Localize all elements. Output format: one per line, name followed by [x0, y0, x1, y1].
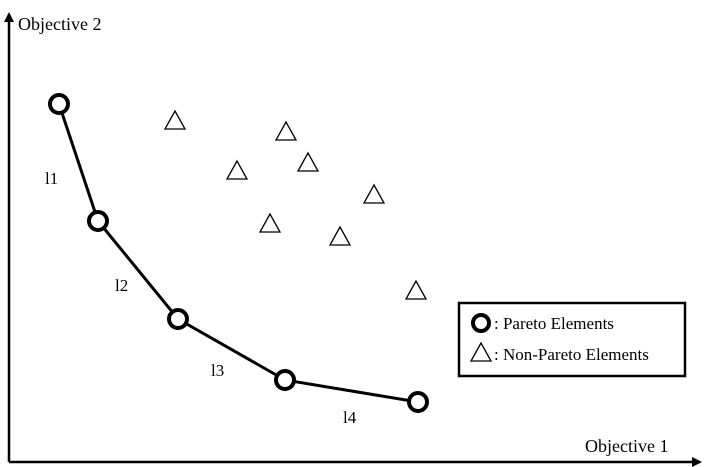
segment-label-l4: l4 — [343, 408, 357, 427]
pareto-point — [274, 369, 296, 391]
non-pareto-point — [225, 159, 249, 180]
x-axis-label: Objective 1 — [585, 436, 668, 456]
legend: : Pareto Elements : Non-Pareto Elements — [457, 301, 687, 378]
non-pareto-point — [258, 212, 282, 233]
pareto-point — [87, 210, 109, 232]
pareto-point — [48, 93, 70, 115]
legend-box — [457, 301, 687, 378]
y-axis-label: Objective 2 — [18, 14, 101, 34]
non-pareto-points — [163, 109, 428, 300]
segment-label-l3: l3 — [211, 361, 224, 380]
legend-non-pareto-icon — [469, 341, 493, 362]
non-pareto-point — [362, 183, 386, 204]
segment-label-l2: l2 — [115, 276, 128, 295]
segment-label-l1: l1 — [45, 169, 58, 188]
non-pareto-point — [163, 109, 187, 130]
non-pareto-point — [274, 120, 298, 141]
legend-pareto-label: : Pareto Elements — [494, 314, 614, 333]
pareto-point — [407, 391, 429, 413]
non-pareto-point — [328, 225, 352, 246]
legend-non-pareto-label: : Non-Pareto Elements — [494, 345, 649, 364]
pareto-point — [167, 308, 189, 330]
legend-pareto-icon — [471, 313, 491, 333]
non-pareto-point — [296, 151, 320, 172]
pareto-front-line — [57, 103, 419, 404]
non-pareto-point — [404, 279, 428, 300]
pareto-points — [48, 93, 429, 413]
